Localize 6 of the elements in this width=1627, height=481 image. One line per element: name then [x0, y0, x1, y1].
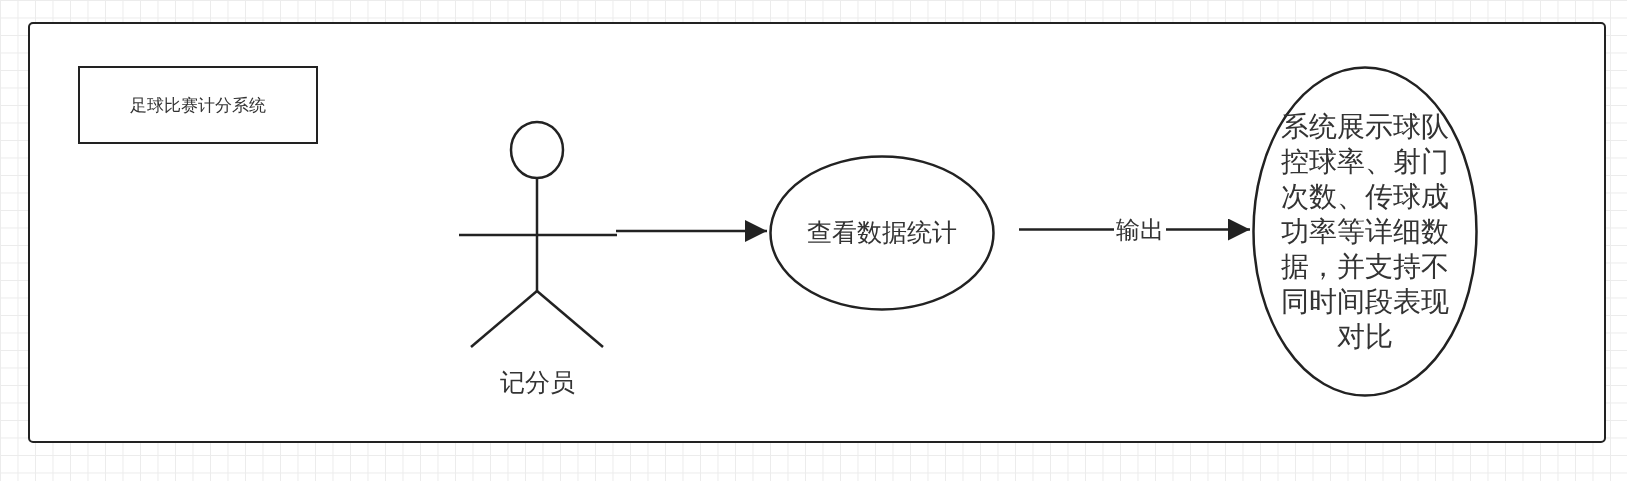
- use-case-ellipse: 系统展示球队控球率、射门次数、传球成功率等详细数据，并支持不同时间段表现对比: [1252, 66, 1478, 397]
- title-box: 足球比赛计分系统: [78, 66, 318, 144]
- actor-label: 记分员: [498, 367, 576, 399]
- system-boundary: [28, 22, 1606, 443]
- use-case-ellipse: 查看数据统计: [769, 155, 995, 311]
- arrow: [616, 220, 767, 242]
